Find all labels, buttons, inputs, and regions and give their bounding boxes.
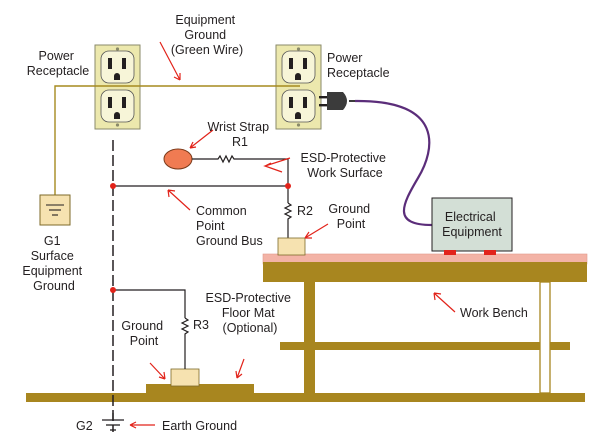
ground-point-lower-block [170, 368, 200, 387]
receptacle-screw [115, 123, 120, 127]
arrow-equipment-ground [159, 41, 181, 81]
arrow-ground-point-lower [149, 362, 166, 380]
receptacle-screw [115, 47, 120, 51]
outlet-ground-hole [114, 73, 120, 80]
label-r3: R3 [193, 318, 209, 332]
work-bench [262, 253, 588, 394]
label-wrist-strap: Wrist Strap R1 [207, 120, 272, 149]
outlet-slot [122, 58, 126, 69]
label-esd-floor-mat: ESD-Protective Floor Mat (Optional) [206, 291, 295, 335]
pointer-arrows [129, 41, 456, 429]
label-power-receptacle-left: Power Receptacle [27, 49, 90, 78]
wrist-strap [163, 148, 193, 170]
bench-leg-right [539, 281, 551, 394]
outlet-ground-hole [295, 73, 301, 80]
floor [26, 393, 585, 402]
label-esd-work-surface: ESD-Protective Work Surface [301, 151, 390, 180]
outlet-ground-hole [295, 112, 301, 119]
g1-ground-symbol [39, 194, 71, 226]
r3-resistor [180, 317, 190, 369]
arrow-wrist-strap [189, 129, 214, 149]
plug [319, 92, 355, 110]
label-ground-point-lower: Ground Point [121, 319, 166, 348]
r2-resistor [283, 202, 293, 238]
r1-resistor [192, 154, 289, 186]
floor-mat [146, 384, 254, 394]
power-cord [354, 99, 433, 227]
electrical-equipment-box [431, 197, 513, 252]
arrow-work-surface [263, 157, 291, 173]
equipment-foot [484, 250, 496, 255]
label-ground-point-upper: Ground Point [328, 202, 373, 231]
outlet-slot [122, 97, 126, 108]
label-r2: R2 [297, 204, 313, 218]
arrow-floor-mat [235, 358, 245, 379]
power-receptacle-left [94, 44, 141, 130]
label-g2: G2 [76, 419, 93, 433]
equipment-ground-wire [54, 85, 300, 195]
label-g1: G1 Surface Equipment Ground [22, 234, 85, 293]
label-electrical-equipment: Electrical Equipment [442, 210, 502, 239]
outlet-slot [289, 97, 293, 108]
label-equipment-ground: Equipment Ground (Green Wire) [171, 13, 243, 57]
bench-top [263, 262, 587, 282]
junction-node [110, 287, 116, 293]
earth-ground-symbol [102, 413, 124, 431]
outlet-slot [303, 97, 307, 108]
outlet-slot [289, 58, 293, 69]
ground-point-upper-block [277, 237, 306, 256]
outlet-slot [108, 58, 112, 69]
arrow-ground-point-upper [304, 223, 329, 239]
bench-shelf [280, 342, 570, 350]
outlet-ground-hole [114, 112, 120, 119]
receptacle-screw [296, 47, 301, 51]
common-point-bus [113, 185, 289, 203]
junction-node [285, 183, 291, 189]
outlet-slot [108, 97, 112, 108]
label-work-bench: Work Bench [460, 306, 528, 320]
bench-leg-left [304, 282, 315, 393]
floor-mat-branch [113, 289, 186, 318]
arrow-common-point [167, 189, 191, 211]
power-receptacle-right [275, 44, 322, 130]
equipment-foot [444, 250, 456, 255]
arrow-work-bench [433, 292, 456, 313]
label-earth-ground: Earth Ground [162, 419, 237, 433]
junction-node [110, 183, 116, 189]
arrow-earth-ground [129, 421, 155, 429]
outlet-slot [303, 58, 307, 69]
label-common-point: Common Point Ground Bus [196, 204, 263, 248]
receptacle-screw [296, 123, 301, 127]
label-power-receptacle-right: Power Receptacle [327, 51, 390, 80]
